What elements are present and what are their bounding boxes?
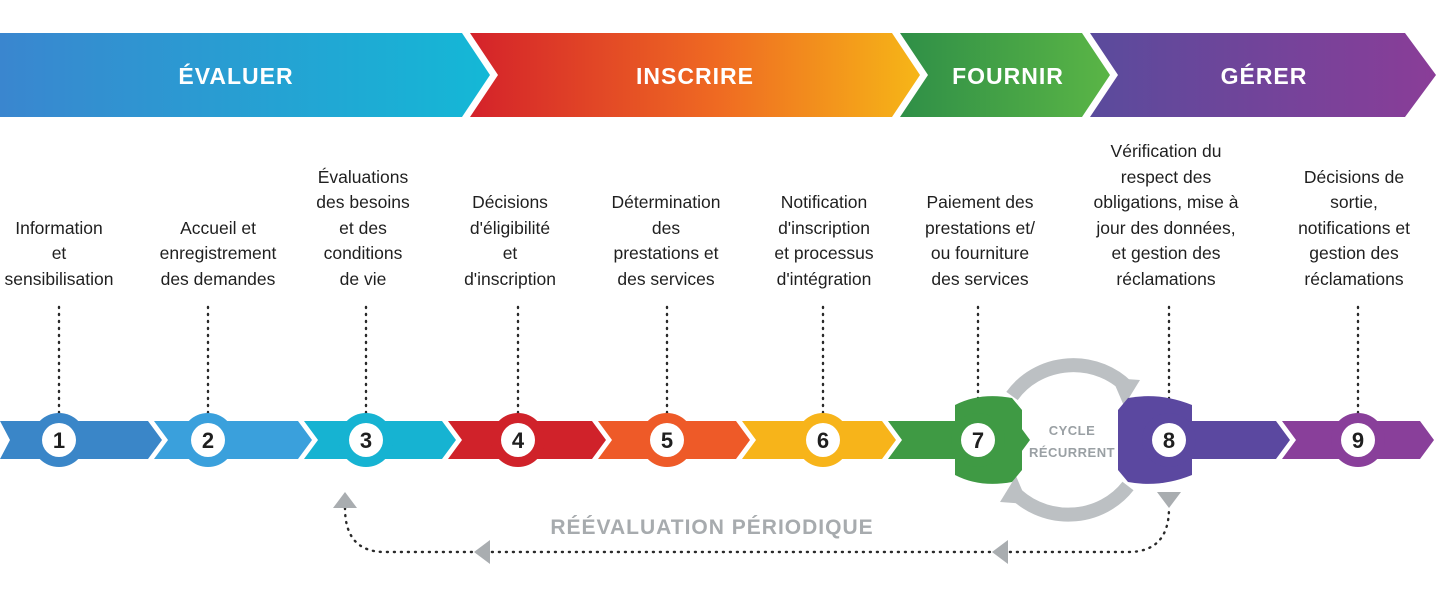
step-number-3: 3 bbox=[360, 428, 372, 453]
cycle-arrowhead-left-icon bbox=[1000, 476, 1028, 504]
reevaluation-arrow-left-icon-2 bbox=[992, 540, 1008, 564]
phase-label-inscrire: INSCRIRE bbox=[636, 63, 754, 89]
step-number-8: 8 bbox=[1163, 428, 1175, 453]
step-number-2: 2 bbox=[202, 428, 214, 453]
step-number-6: 6 bbox=[817, 428, 829, 453]
step-number-5: 5 bbox=[661, 428, 673, 453]
step-badges: 1 2 3 4 5 6 7 bbox=[32, 413, 1385, 467]
step-badge-2: 2 bbox=[181, 413, 235, 467]
phase-arrow-fournir bbox=[900, 33, 1110, 117]
phase-label-gerer: GÉRER bbox=[1221, 62, 1308, 89]
step-number-9: 9 bbox=[1352, 428, 1364, 453]
cycle-label-line2: RÉCURRENT bbox=[1029, 445, 1115, 460]
phase-arrow-evaluer bbox=[0, 33, 490, 117]
step-badge-6: 6 bbox=[796, 413, 850, 467]
cycle-ring-bottom bbox=[1006, 481, 1134, 522]
step-number-7: 7 bbox=[972, 428, 984, 453]
step-badge-9: 9 bbox=[1331, 413, 1385, 467]
reevaluation-loop: RÉÉVALUATION PÉRIODIQUE bbox=[333, 492, 1181, 564]
reevaluation-arrow-down-icon bbox=[1157, 492, 1181, 508]
step-badge-8: 8 bbox=[1142, 413, 1196, 467]
step-badge-3: 3 bbox=[339, 413, 393, 467]
step-badge-4: 4 bbox=[491, 413, 545, 467]
connector-lines bbox=[57, 305, 1360, 415]
reevaluation-arrow-left-icon bbox=[474, 540, 490, 564]
phase-label-fournir: FOURNIR bbox=[952, 63, 1064, 89]
reevaluation-arrow-up-icon bbox=[333, 492, 357, 508]
cycle-arrowhead-right-icon bbox=[1112, 378, 1140, 406]
phase-banner: ÉVALUER INSCRIRE FOURNIR GÉRER bbox=[0, 33, 1436, 117]
recurrent-cycle bbox=[1000, 358, 1140, 522]
step-badge-5: 5 bbox=[640, 413, 694, 467]
cycle-ring-top bbox=[1006, 358, 1134, 401]
step-badge-1: 1 bbox=[32, 413, 86, 467]
step-badge-7: 7 bbox=[951, 413, 1005, 467]
step-number-1: 1 bbox=[53, 428, 65, 453]
step-number-4: 4 bbox=[512, 428, 525, 453]
reevaluation-label: RÉÉVALUATION PÉRIODIQUE bbox=[550, 516, 873, 539]
phase-label-evaluer: ÉVALUER bbox=[178, 62, 293, 89]
phase-arrow-gerer bbox=[1090, 33, 1436, 117]
cycle-label-line1: CYCLE bbox=[1049, 423, 1096, 438]
phase-arrow-inscrire bbox=[470, 33, 920, 117]
